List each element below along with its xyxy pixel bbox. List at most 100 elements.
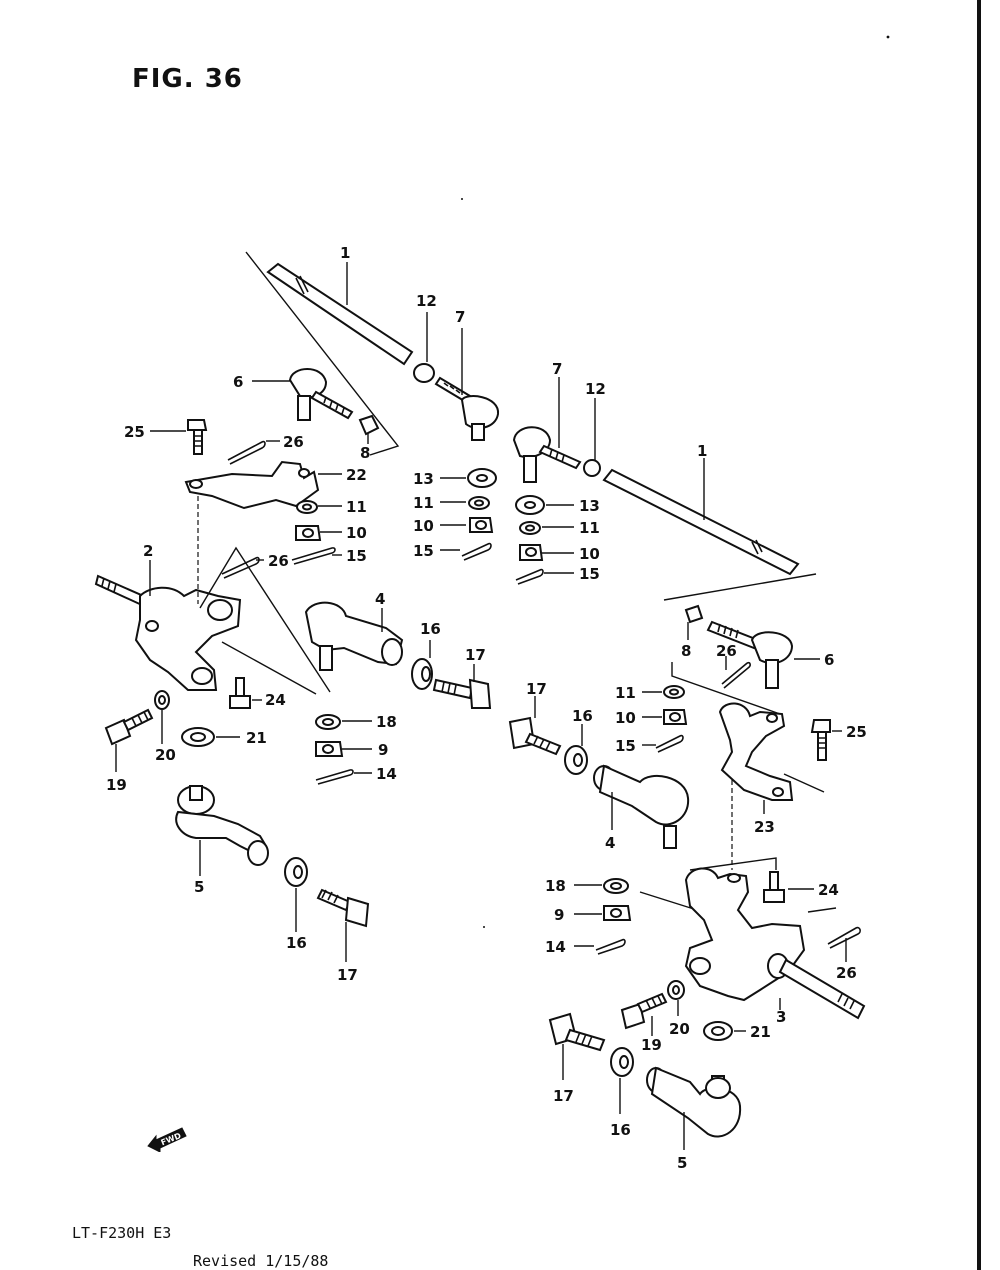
callout-11a: 11 <box>346 498 367 516</box>
callout-22: 22 <box>346 466 367 484</box>
bolt-17d[interactable] <box>548 1012 606 1052</box>
tie-rod-end-4a[interactable] <box>304 601 404 671</box>
tie-rod-right[interactable] <box>602 468 800 576</box>
nut-10a[interactable] <box>295 525 322 541</box>
callout-20b: 20 <box>669 1020 690 1038</box>
callout-16c: 16 <box>572 707 593 725</box>
callout-5b: 5 <box>677 1154 687 1172</box>
nut-9a[interactable] <box>315 741 344 757</box>
bolt-25b[interactable] <box>810 719 831 761</box>
fwd-badge: FWD <box>146 1122 188 1153</box>
bolt-19b[interactable] <box>620 992 668 1030</box>
cotter-pin-15d[interactable] <box>655 734 684 753</box>
bushing-16a[interactable] <box>411 658 433 690</box>
nut-8a[interactable] <box>358 414 380 436</box>
callout-7a: 7 <box>455 308 465 326</box>
callout-15c: 15 <box>579 565 600 583</box>
steering-arm-22[interactable] <box>184 460 320 510</box>
callout-2: 2 <box>143 542 153 560</box>
spacer-12b[interactable] <box>583 459 601 477</box>
cotter-pin-26a[interactable] <box>227 440 266 465</box>
washer-20b[interactable] <box>667 980 685 1000</box>
tie-rod-end-5b[interactable] <box>646 1066 742 1138</box>
callout-1b: 1 <box>697 442 707 460</box>
callout-21a: 21 <box>246 729 267 747</box>
fwd-text: FWD <box>160 1131 183 1147</box>
callout-18a: 18 <box>376 713 397 731</box>
callout-16b: 16 <box>286 934 307 952</box>
cotter-pin-15a[interactable] <box>291 547 336 565</box>
callout-26b: 26 <box>268 552 289 570</box>
callout-4b: 4 <box>605 834 615 852</box>
callout-6b: 6 <box>824 651 834 669</box>
callout-13b: 13 <box>579 497 600 515</box>
cotter-pin-15c[interactable] <box>515 568 544 585</box>
tie-rod-end-6a[interactable] <box>288 368 354 421</box>
washer-20a[interactable] <box>154 690 170 710</box>
callout-3: 3 <box>776 1008 786 1026</box>
bushing-16c[interactable] <box>564 745 588 775</box>
bolt-24a[interactable] <box>229 677 251 709</box>
callout-20a: 20 <box>155 746 176 764</box>
steering-arm-23[interactable] <box>718 702 794 801</box>
washer-18a[interactable] <box>315 714 341 730</box>
bolt-25a[interactable] <box>187 419 208 455</box>
callout-26a: 26 <box>283 433 304 451</box>
callout-10d: 10 <box>615 709 636 727</box>
callout-10b: 10 <box>413 517 434 535</box>
spacer-12a[interactable] <box>413 363 435 383</box>
tie-rod-end-5a[interactable] <box>175 785 269 866</box>
tie-rod-end-4b[interactable] <box>593 764 690 849</box>
cotter-pin-26c[interactable] <box>721 661 751 689</box>
washer-11c[interactable] <box>519 521 541 535</box>
washer-21b[interactable] <box>703 1021 733 1041</box>
cotter-pin-26d[interactable] <box>827 926 861 949</box>
callout-11b: 11 <box>413 494 434 512</box>
callout-9a: 9 <box>378 741 388 759</box>
callout-11d: 11 <box>615 684 636 702</box>
callout-17c: 17 <box>526 680 547 698</box>
nut-10c[interactable] <box>519 544 544 561</box>
callout-25b: 25 <box>846 723 867 741</box>
nut-10b[interactable] <box>469 517 494 533</box>
cotter-pin-14a[interactable] <box>315 769 354 785</box>
callout-24b: 24 <box>818 881 839 899</box>
bolt-17a[interactable] <box>432 678 492 709</box>
tie-rod-end-7b[interactable] <box>512 426 582 483</box>
callout-15b: 15 <box>413 542 434 560</box>
callout-19a: 19 <box>106 776 127 794</box>
bolt-19a[interactable] <box>104 708 154 746</box>
bushing-16b[interactable] <box>284 857 308 887</box>
nut-10d[interactable] <box>663 709 688 725</box>
callout-7b: 7 <box>552 360 562 378</box>
steering-knuckle-2[interactable] <box>94 574 242 691</box>
bolt-17c[interactable] <box>508 716 562 756</box>
bolt-24b[interactable] <box>763 871 785 903</box>
washer-21a[interactable] <box>181 727 215 747</box>
callout-14b: 14 <box>545 938 566 956</box>
bolt-17b[interactable] <box>316 888 370 928</box>
callout-5a: 5 <box>194 878 204 896</box>
washer-11b[interactable] <box>468 496 490 510</box>
callout-19b: 19 <box>641 1036 662 1054</box>
cotter-pin-14b[interactable] <box>595 938 626 955</box>
washer-11a[interactable] <box>296 500 318 514</box>
tie-rod-end-7a[interactable] <box>434 376 499 441</box>
callout-13a: 13 <box>413 470 434 488</box>
nut-9b[interactable] <box>603 905 632 921</box>
tie-rod-left[interactable] <box>266 262 414 366</box>
tie-rod-end-6b[interactable] <box>706 620 794 689</box>
washer-11d[interactable] <box>663 685 685 699</box>
steering-knuckle-3[interactable] <box>684 867 866 1020</box>
washer-13a[interactable] <box>467 468 497 488</box>
callout-15d: 15 <box>615 737 636 755</box>
bushing-16d[interactable] <box>610 1047 634 1077</box>
nut-8b[interactable] <box>684 604 704 624</box>
callout-15a: 15 <box>346 547 367 565</box>
washer-18b[interactable] <box>603 878 629 894</box>
callout-14a: 14 <box>376 765 397 783</box>
washer-13b[interactable] <box>515 495 545 515</box>
cotter-pin-15b[interactable] <box>461 542 492 561</box>
